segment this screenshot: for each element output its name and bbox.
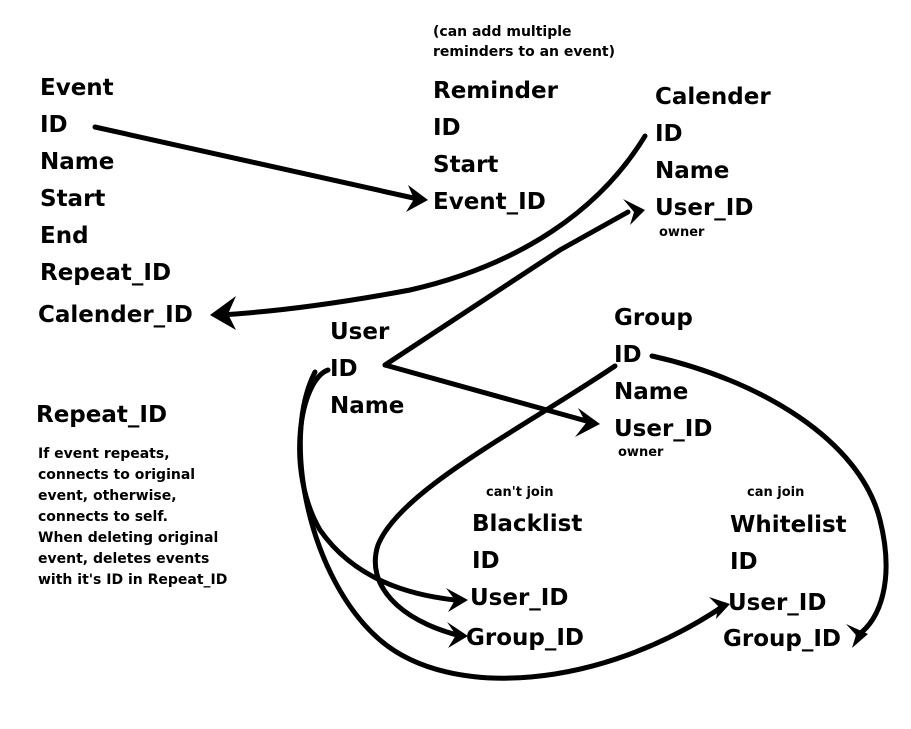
user-field-name: Name <box>330 393 405 419</box>
calender-owner-note: owner <box>659 225 705 240</box>
arrow-user-id-to-whitelist-user-id <box>297 369 728 681</box>
whitelist-field-group-id: Group_ID <box>723 626 842 652</box>
event-field-calender-id: Calender_ID <box>38 302 193 328</box>
arrowhead-whitelist-group-id <box>846 624 868 648</box>
arrowhead-blacklist-user-id <box>446 588 468 612</box>
reminder-note-line1: (can add multiple <box>433 24 572 40</box>
arrow-group-id-to-blacklist-group-id <box>372 363 618 638</box>
repeat-note-line: event, deletes events <box>38 551 210 567</box>
repeat-note-line: When deleting original <box>38 530 219 546</box>
whitelist-field-user-id: User_ID <box>728 590 827 616</box>
reminder-field-id: ID <box>433 115 461 141</box>
reminder-field-event-id: Event_ID <box>433 189 546 215</box>
calender-field-name: Name <box>655 158 730 184</box>
arrow-user-id-to-calender-user-id <box>382 209 631 368</box>
arrowhead-calender-user-id <box>623 199 645 225</box>
calender-field-user-id: User_ID <box>655 195 754 221</box>
event-field-repeat-id: Repeat_ID <box>40 260 172 286</box>
group-field-user-id: User_ID <box>614 416 713 442</box>
repeat-note-line: event, otherwise, <box>38 488 177 504</box>
whitelist-note: can join <box>747 485 805 500</box>
arrowhead-blacklist-group-id <box>447 622 468 648</box>
blacklist-field-id: ID <box>472 548 500 574</box>
event-field-start: Start <box>40 186 106 212</box>
blacklist-field-user-id: User_ID <box>470 585 569 611</box>
repeat-note-line: connects to self. <box>38 509 168 525</box>
arrow-user-id-to-group-user-id <box>382 362 593 425</box>
arrow-calender-id-to-event-calender-id <box>217 133 648 318</box>
repeat-note-line: If event repeats, <box>38 446 170 462</box>
arrow-group-id-to-whitelist-group-id <box>649 353 889 638</box>
user-field-id: ID <box>330 356 358 382</box>
group-owner-note: owner <box>618 445 664 460</box>
repeat-note-line: with it's ID in Repeat_ID <box>38 572 228 588</box>
arrow-event-id-to-reminder-event-id <box>92 124 421 202</box>
user-title: User <box>330 319 390 345</box>
whitelist-title: Whitelist <box>730 512 847 538</box>
calender-title: Calender <box>655 84 771 110</box>
repeat-note-line: connects to original <box>38 467 196 483</box>
blacklist-field-group-id: Group_ID <box>466 625 585 651</box>
reminder-title: Reminder <box>433 78 558 104</box>
event-title: Event <box>40 75 114 101</box>
group-field-name: Name <box>614 379 689 405</box>
event-field-id: ID <box>40 112 68 138</box>
arrowhead-event-calender-id <box>210 296 236 330</box>
repeat-note-text: If event repeats, connects to original e… <box>38 444 227 591</box>
event-field-end: End <box>40 223 89 249</box>
event-field-name: Name <box>40 149 115 175</box>
reminder-note-line2: reminders to an event) <box>433 44 616 60</box>
blacklist-title: Blacklist <box>472 511 583 537</box>
arrowhead-reminder-event-id <box>406 185 428 212</box>
arrowhead-whitelist-user-id <box>709 597 730 619</box>
arrowhead-group-user-id <box>575 408 600 437</box>
repeat-note-title: Repeat_ID <box>36 402 168 428</box>
whitelist-field-id: ID <box>730 549 758 575</box>
blacklist-note: can't join <box>486 485 554 500</box>
reminder-field-start: Start <box>433 152 499 178</box>
group-field-id: ID <box>614 342 642 368</box>
group-title: Group <box>614 305 693 331</box>
calender-field-id: ID <box>655 121 683 147</box>
